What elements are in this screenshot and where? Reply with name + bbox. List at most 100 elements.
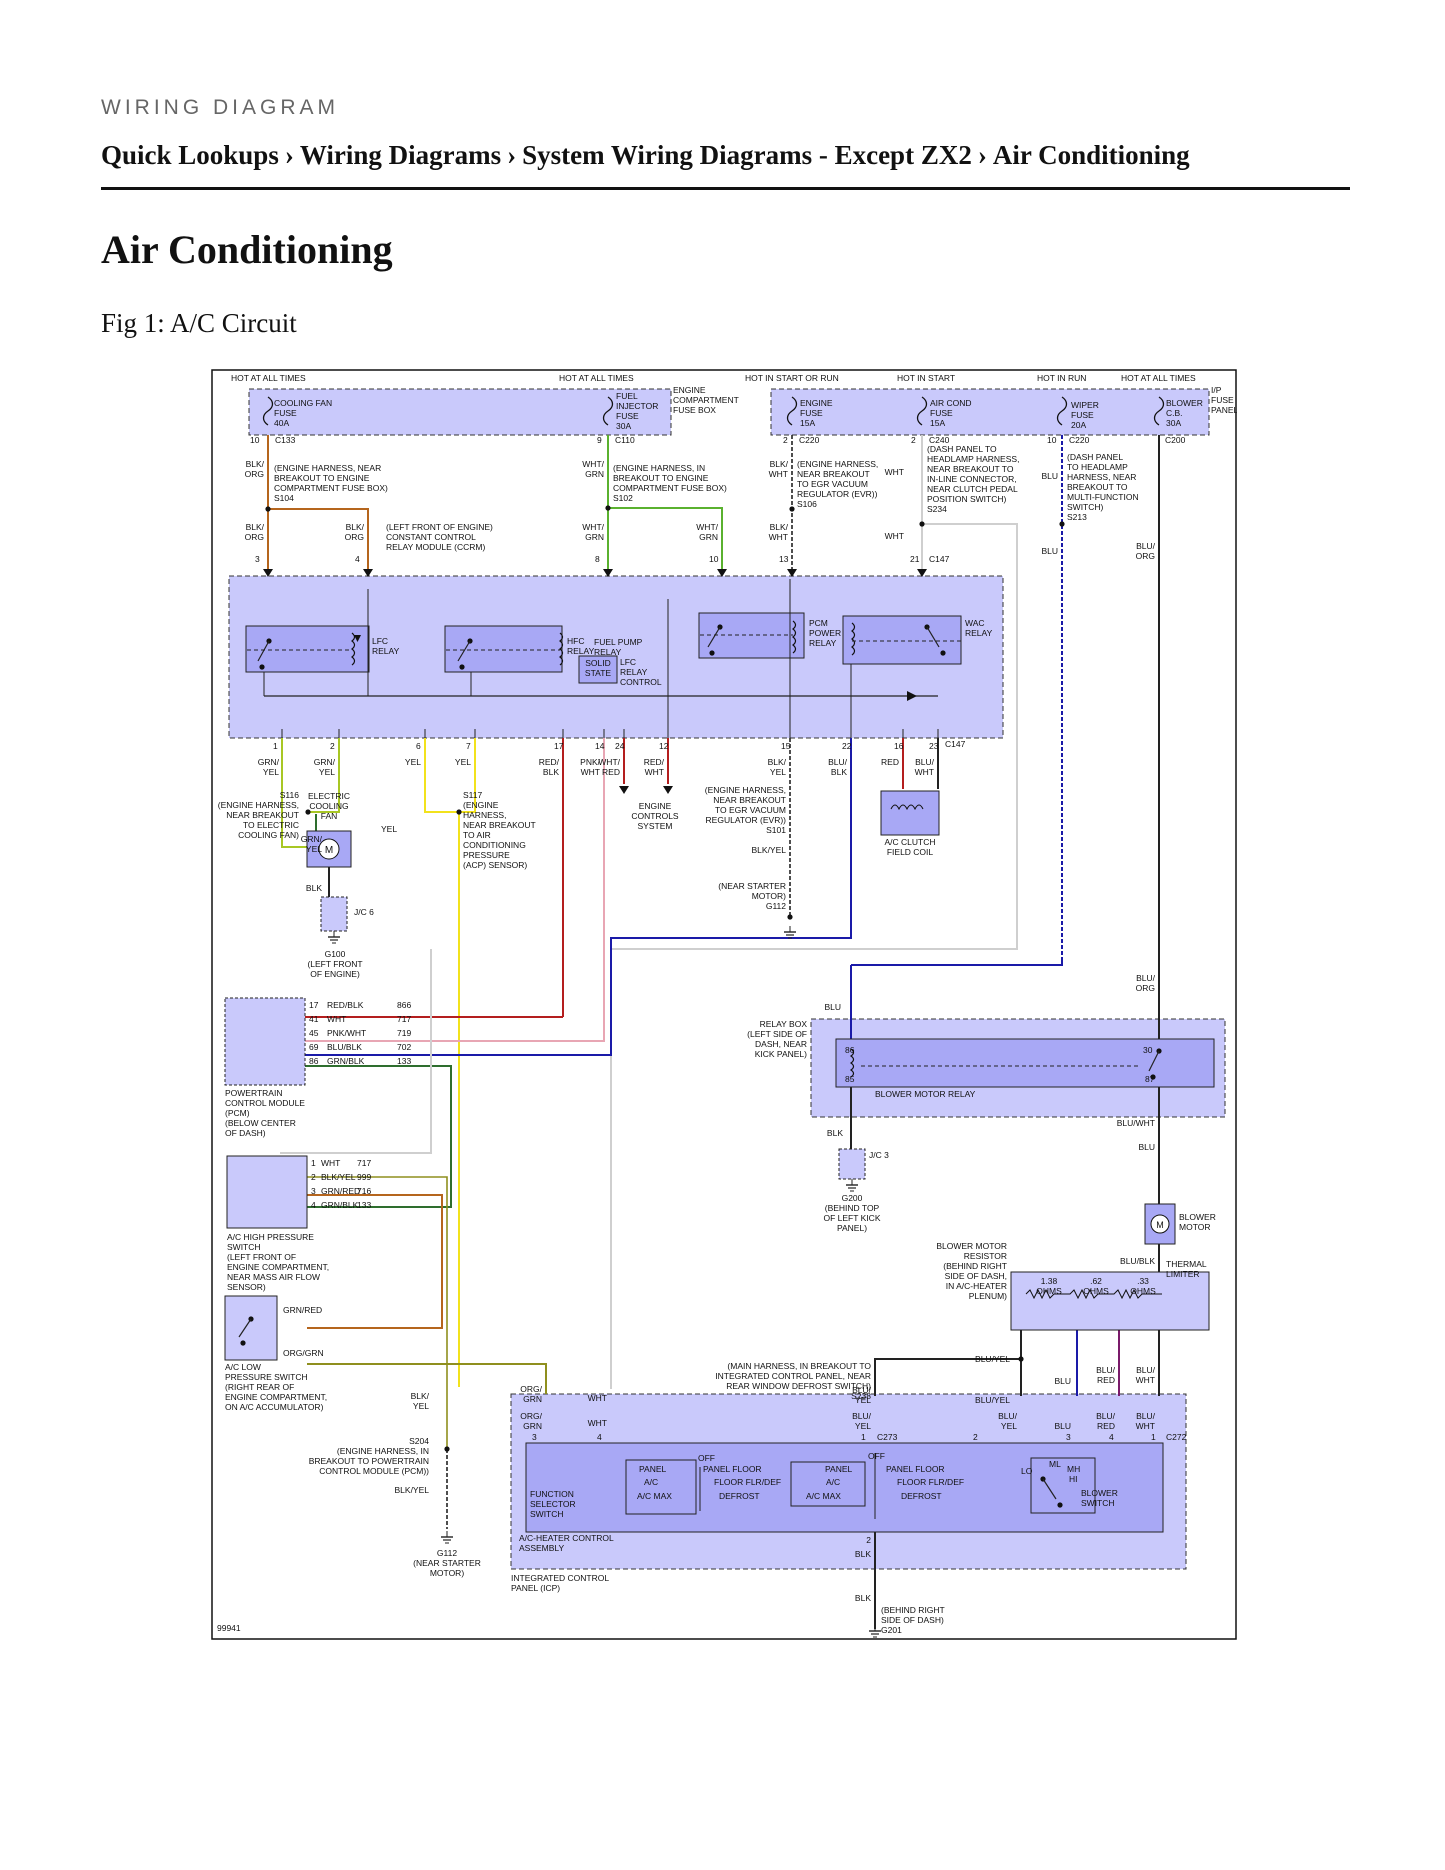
wire-label: WHT (769, 469, 788, 479)
section-kicker: WIRING DIAGRAM (101, 96, 339, 119)
function-selector-left-box (625, 1459, 697, 1515)
wire-label: BLK/ (246, 522, 265, 532)
g112-lower-label: G112 (437, 1548, 457, 1558)
g112-lower-label: MOTOR) (430, 1568, 464, 1578)
low-pressure-switch-box (224, 1295, 278, 1361)
wire-label: BLU/WHT (1117, 1118, 1155, 1128)
engine-fuse-box-label: ENGINE (673, 385, 706, 395)
wire-label: WHT (769, 532, 788, 542)
function-selector-left-position: A/C MAX (637, 1491, 672, 1501)
ccrm-bottom-pin-label: 24 (615, 741, 625, 751)
splice-s101-label: S101 (766, 825, 786, 835)
g200-label: OF LEFT KICK (824, 1213, 881, 1223)
splice-s234-label: HEADLAMP HARNESS, (927, 454, 1019, 464)
wire-label: BLU (1054, 1421, 1071, 1431)
ccrm-top-pin-label: 8 (595, 554, 600, 564)
ccrm-top-arrow-3 (717, 569, 727, 577)
wire-label: GRN/ (301, 834, 323, 844)
blower-motor-resistor-label: RESISTOR (964, 1251, 1007, 1261)
blower-motor-label: BLOWER (1179, 1212, 1216, 1222)
function-selector-right-position: DEFROST (901, 1491, 942, 1501)
connector-label: C200 (1165, 435, 1186, 445)
wire-label: BLU/ (1136, 1365, 1156, 1375)
pcm-box (224, 997, 306, 1086)
wire-label: BLU/ (998, 1411, 1018, 1421)
splice-s213-label: TO HEADLAMP (1067, 462, 1128, 472)
wire-label: BLU/ (1096, 1411, 1116, 1421)
function-selector-left-position: PANEL FLOOR (703, 1464, 762, 1474)
ccrm-bottom-pin-label: 15 (781, 741, 791, 751)
splice-s213-label: HARNESS, NEAR (1067, 472, 1136, 482)
function-selector-label: SELECTOR (530, 1499, 576, 1509)
solid-state-box (578, 655, 618, 684)
splice-dot-2 (789, 506, 795, 512)
splice-s102-label: (ENGINE HARNESS, IN (613, 463, 705, 473)
splice-s104-label: BREAKOUT TO ENGINE (274, 473, 370, 483)
resistor-value-label: .62 (1090, 1276, 1102, 1286)
wire-label: BLK (827, 1128, 843, 1138)
hfc-relay-switch-contact (459, 664, 465, 670)
relay-box-label: RELAY BOX (760, 1019, 808, 1029)
ccrm-diode (907, 691, 917, 701)
breadcrumb-system-wiring[interactable]: System Wiring Diagrams - Except ZX2 (522, 140, 972, 170)
wire-label: BLU/ (1136, 973, 1156, 983)
figure-number-label: 99941 (217, 1623, 241, 1633)
pcm-label: CONTROL MODULE (225, 1098, 305, 1108)
breadcrumb-quick-lookups[interactable]: Quick Lookups (101, 140, 279, 170)
power-label: HOT IN START OR RUN (745, 373, 839, 383)
c273-pin-label: 3 (532, 1432, 537, 1442)
ccrm-bottom-pin-label: 2 (330, 741, 335, 751)
wire-grn-red-lps (280, 1194, 443, 1329)
hfc-relay-switch-blade (457, 640, 471, 662)
low-pressure-switch-label: (RIGHT REAR OF (225, 1382, 294, 1392)
ccrm-bottom-wire-label: GRN/ (258, 757, 280, 767)
splice-s204-label: S204 (409, 1436, 429, 1446)
splice-dot-5 (305, 809, 311, 815)
pcm-pin-label: 702 (397, 1042, 411, 1052)
breadcrumb-air-conditioning[interactable]: Air Conditioning (992, 140, 1190, 170)
wire-label: YEL (413, 1401, 429, 1411)
cooling-fan-fuse-symbol (262, 396, 274, 426)
connector-label: C220 (799, 435, 820, 445)
ccrm-bottom-wire-label: GRN/ (314, 757, 336, 767)
splice-dot-0 (265, 506, 271, 512)
pcm-power-relay-label: PCM (809, 618, 828, 628)
wire-label: BLK (306, 883, 322, 893)
splice-s104-label: S104 (274, 493, 294, 503)
splice-s116-label: NEAR BREAKOUT (226, 810, 299, 820)
pin-label: 10 (250, 435, 260, 445)
wire-wht-hps (280, 949, 432, 1154)
ccrm-top-arrow-4 (787, 569, 797, 577)
wiper-fuse-label: WIPER (1071, 400, 1099, 410)
splice-s117-label: TO AIR (463, 830, 491, 840)
blower-switch-speed: LO (1021, 1466, 1033, 1476)
pcm-pin-label: GRN/BLK (327, 1056, 365, 1066)
wire-label: BLK (855, 1549, 871, 1559)
ccrm-bottom-wire-label: BLU/ (915, 757, 935, 767)
ccrm-bottom-wire-label: YEL (319, 767, 335, 777)
ccrm-bottom-wire-label: PNK/ (580, 757, 600, 767)
high-pressure-switch-label: (LEFT FRONT OF (227, 1252, 296, 1262)
ccrm-bottom-wire-label: WHT/ (598, 757, 620, 767)
splice-s234-label: POSITION SWITCH) (927, 494, 1007, 504)
hfc-relay-label: HFC (567, 636, 584, 646)
splice-s101-label: TO EGR VACUUM (715, 805, 786, 815)
high-pressure-switch-label: A/C HIGH PRESSURE (227, 1232, 314, 1242)
c273-pin-label: 4 (597, 1432, 602, 1442)
pin-label: 2 (911, 435, 916, 445)
wire-label: ORG (1136, 983, 1155, 993)
pcm-label: (BELOW CENTER (225, 1118, 296, 1128)
hps-pin-label: 999 (357, 1172, 371, 1182)
blower-switch-blade-blade (1042, 1478, 1057, 1500)
breadcrumb-wiring-diagrams[interactable]: Wiring Diagrams (299, 140, 502, 170)
figure-caption: Fig 1: A/C Circuit (101, 308, 297, 338)
ip-fuse-panel-frame (770, 388, 1210, 436)
pcm-pin-label: 717 (397, 1014, 411, 1024)
wire-label: YEL (1001, 1421, 1017, 1431)
blower-motor-resistor-label: BLOWER MOTOR (936, 1241, 1007, 1251)
wiper-fuse-symbol (1056, 396, 1068, 426)
wire-yel-1 (424, 738, 459, 813)
pcm-pin-label: 41 (309, 1014, 319, 1024)
g200-label: (BEHIND TOP (825, 1203, 880, 1213)
power-label: HOT AT ALL TIMES (231, 373, 306, 383)
